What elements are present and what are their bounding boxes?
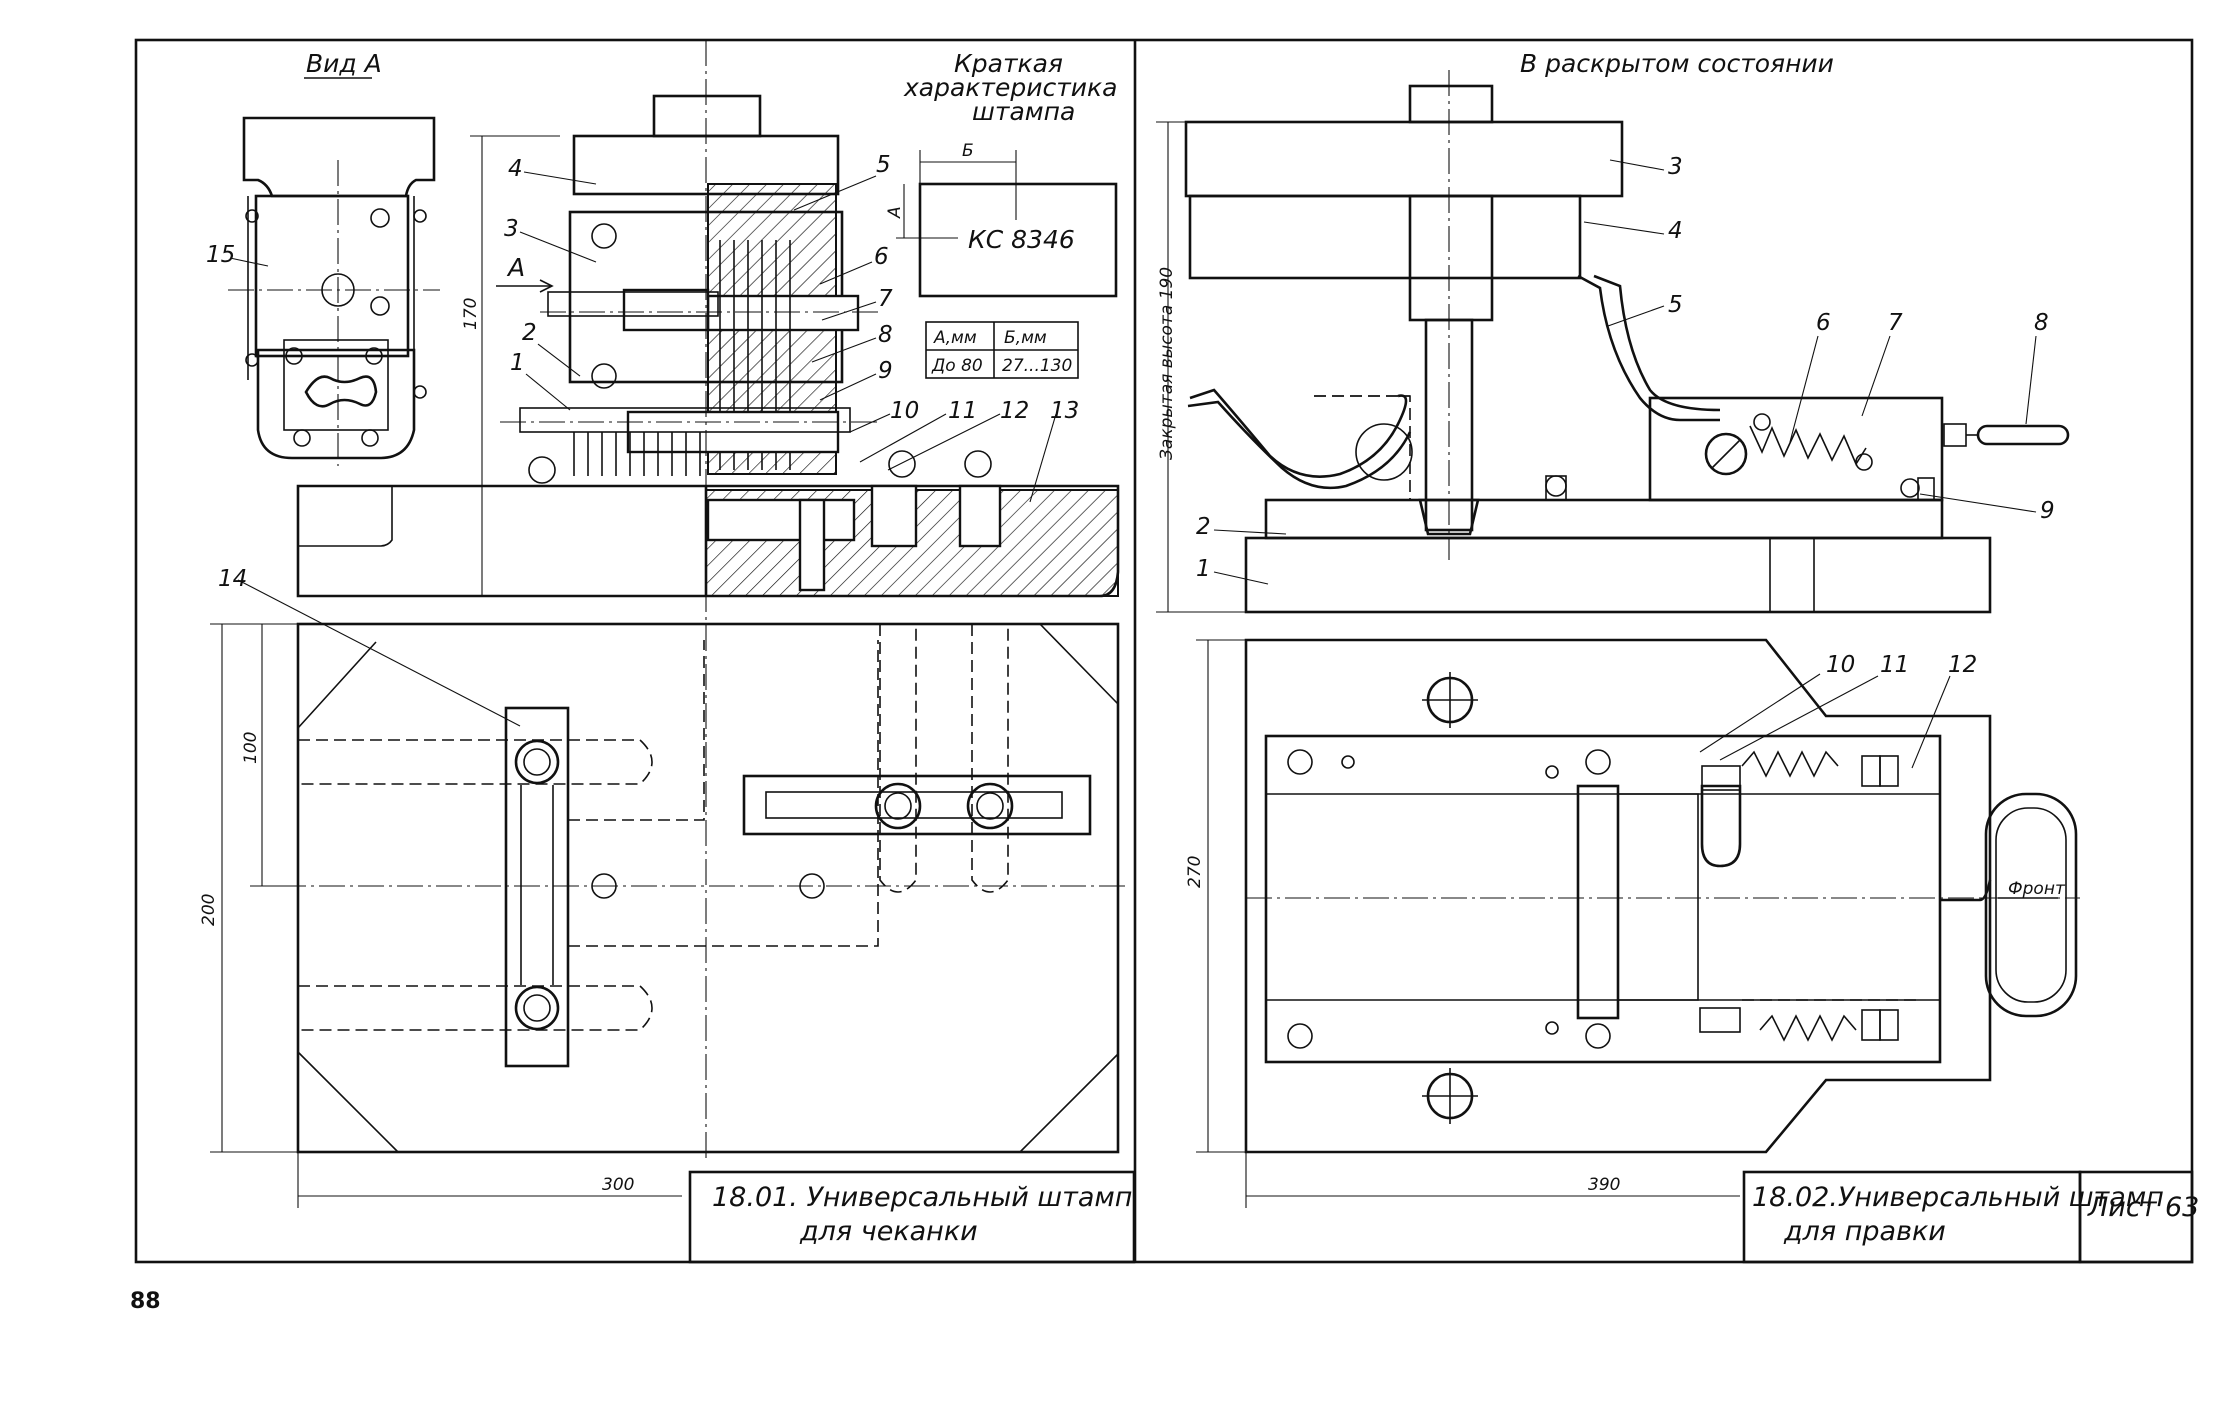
callout-3-left: 3: [504, 216, 519, 242]
table-header-b: Б,мм: [1004, 328, 1047, 348]
callout-9-left: 9: [878, 358, 893, 384]
callout-2-right: 2: [1196, 514, 1211, 540]
sheet-label: Лист 63: [2087, 1192, 2199, 1223]
section-arrow-label: А: [506, 253, 525, 282]
callout-9-right: 9: [2040, 498, 2055, 524]
callout-10-right: 10: [1826, 652, 1855, 678]
page-number: 88: [130, 1289, 161, 1314]
callout-4-right: 4: [1668, 218, 1683, 244]
stamp-section: [298, 96, 1118, 596]
dim-170: 170: [461, 298, 481, 330]
table-cell-b: 27...130: [1002, 356, 1072, 376]
callout-15: 15: [206, 242, 235, 268]
callout-8-right: 8: [2034, 310, 2049, 336]
callout-3-right: 3: [1668, 154, 1683, 180]
dim-390: 390: [1588, 1175, 1620, 1195]
callout-7-right: 7: [1888, 310, 1903, 336]
closed-height-label: Закрытая высота 190: [1157, 267, 1177, 460]
callout-7-left: 7: [878, 286, 893, 312]
callout-5-left: 5: [876, 152, 891, 178]
title-left-1: 18.01. Универсальный штамп: [712, 1182, 1132, 1213]
right-drawing: В раскрытом состоянии: [1156, 49, 2199, 1262]
open-stamp-side-view: [1186, 70, 2068, 612]
title-left-2: для чеканки: [799, 1216, 978, 1247]
front-label: Фронт: [2008, 879, 2066, 899]
view-a-label: Вид А: [306, 49, 382, 78]
callout-2-left: 2: [522, 320, 537, 346]
table-cell-a: До 80: [931, 356, 983, 376]
callout-12-right: 12: [1948, 652, 1977, 678]
view-a: [228, 118, 440, 466]
title-right-2: для правки: [1783, 1216, 1946, 1247]
left-drawing: Вид А 15: [199, 40, 1134, 1262]
callout-6-right: 6: [1816, 310, 1831, 336]
table-header-a: А,мм: [933, 328, 977, 348]
callout-4-left: 4: [508, 156, 523, 182]
dim-270: 270: [1185, 856, 1205, 888]
plan-view-left: [280, 624, 1130, 1152]
callout-12-left: 12: [1000, 398, 1029, 424]
callout-10-left: 10: [890, 398, 919, 424]
stamp-dim-b: Б: [962, 141, 974, 161]
callout-1-right: 1: [1196, 556, 1211, 582]
plan-view-right: [1246, 640, 2080, 1152]
callout-14-left: 14: [218, 566, 247, 592]
callout-1-left: 1: [510, 350, 525, 376]
callout-8-left: 8: [878, 322, 893, 348]
callout-11-right: 11: [1880, 652, 1909, 678]
dim-300: 300: [602, 1175, 634, 1195]
char-title-3: штампа: [972, 97, 1075, 126]
stamp-code: КС 8346: [968, 225, 1075, 254]
stamp-dim-a: А: [885, 206, 905, 219]
dim-100: 100: [241, 732, 261, 764]
char-table: А,мм Б,мм До 80 27...130: [926, 322, 1078, 378]
callout-6-left: 6: [874, 244, 889, 270]
callout-5-right: 5: [1668, 292, 1683, 318]
callout-11-left: 11: [948, 398, 977, 424]
state-label: В раскрытом состоянии: [1520, 49, 1834, 78]
dim-200: 200: [199, 894, 219, 926]
